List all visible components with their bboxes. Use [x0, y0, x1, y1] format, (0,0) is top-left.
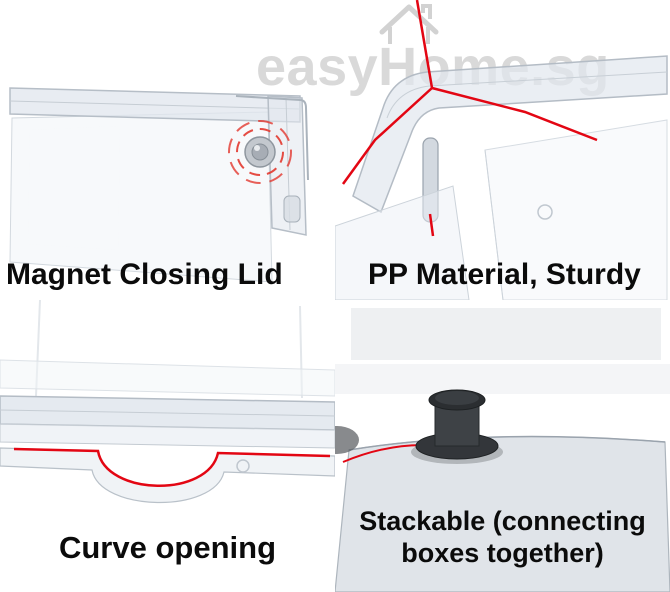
caption-stackable-line2: boxes together) — [401, 538, 604, 569]
caption-stackable: Stackable (connecting boxes together) — [335, 505, 670, 570]
pp-material-photo — [335, 0, 670, 300]
magnet-lid-illustration — [9, 87, 309, 283]
curve-opening-illustration — [0, 300, 335, 504]
stackable-illustration — [335, 308, 670, 592]
caption-magnet-closing-lid: Magnet Closing Lid — [6, 258, 283, 291]
red-edge-highlight — [341, 0, 598, 237]
box-front-rail — [0, 300, 335, 504]
pp-material-illustration — [335, 0, 668, 300]
stacking-peg — [411, 389, 503, 464]
curve-opening-photo — [0, 300, 335, 592]
caption-curve-opening: Curve opening — [58, 530, 276, 565]
stackable-photo — [335, 300, 670, 592]
box-lid-corner — [335, 55, 668, 300]
curve-opening-highlight — [13, 447, 331, 487]
stacking-surface — [335, 308, 670, 592]
house-icon — [379, 4, 439, 44]
caption-stackable-line1: Stackable (connecting — [359, 506, 646, 536]
caption-pp-material: PP Material, Sturdy — [368, 258, 641, 291]
magnet-button — [228, 120, 292, 184]
clear-box-corner — [9, 87, 309, 283]
magnet-lid-photo — [0, 0, 335, 300]
